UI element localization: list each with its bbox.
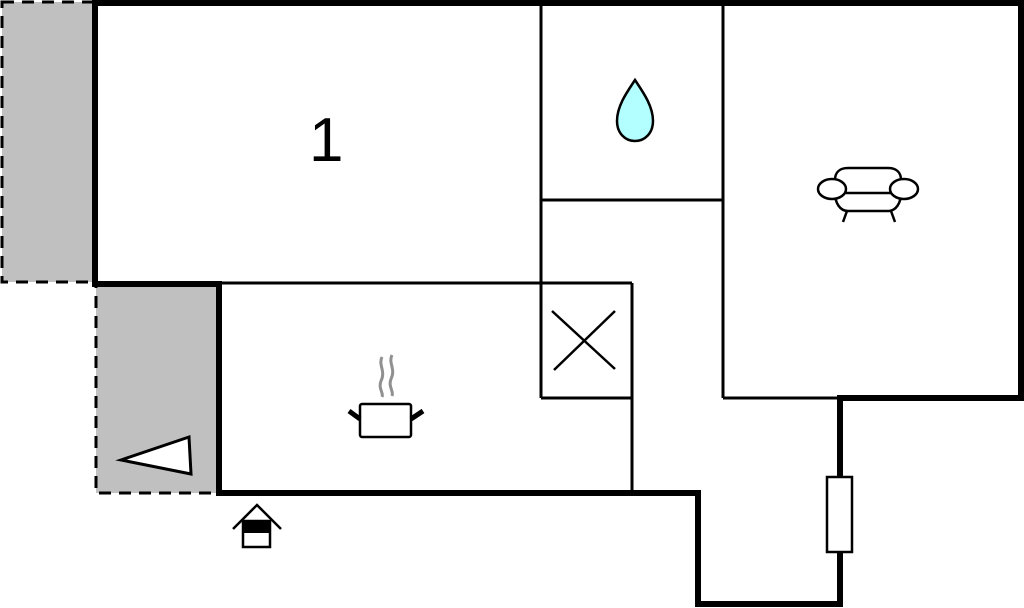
window-icon [825, 475, 854, 554]
armchair-icon [816, 166, 920, 223]
cooking-pot-icon [347, 354, 425, 439]
water-drop-icon [615, 77, 655, 143]
x-cross-icon [551, 310, 616, 371]
entrance-house-icon[interactable] [232, 503, 282, 549]
room-label-bedroom: 1 [309, 106, 344, 175]
triangle-marker-icon [115, 434, 193, 476]
terrace-lower [94, 282, 221, 495]
terrace-upper [0, 0, 97, 284]
interior-walls [219, 3, 840, 493]
interior-fill [95, 3, 1021, 604]
exterior-walls [92, 0, 1024, 607]
